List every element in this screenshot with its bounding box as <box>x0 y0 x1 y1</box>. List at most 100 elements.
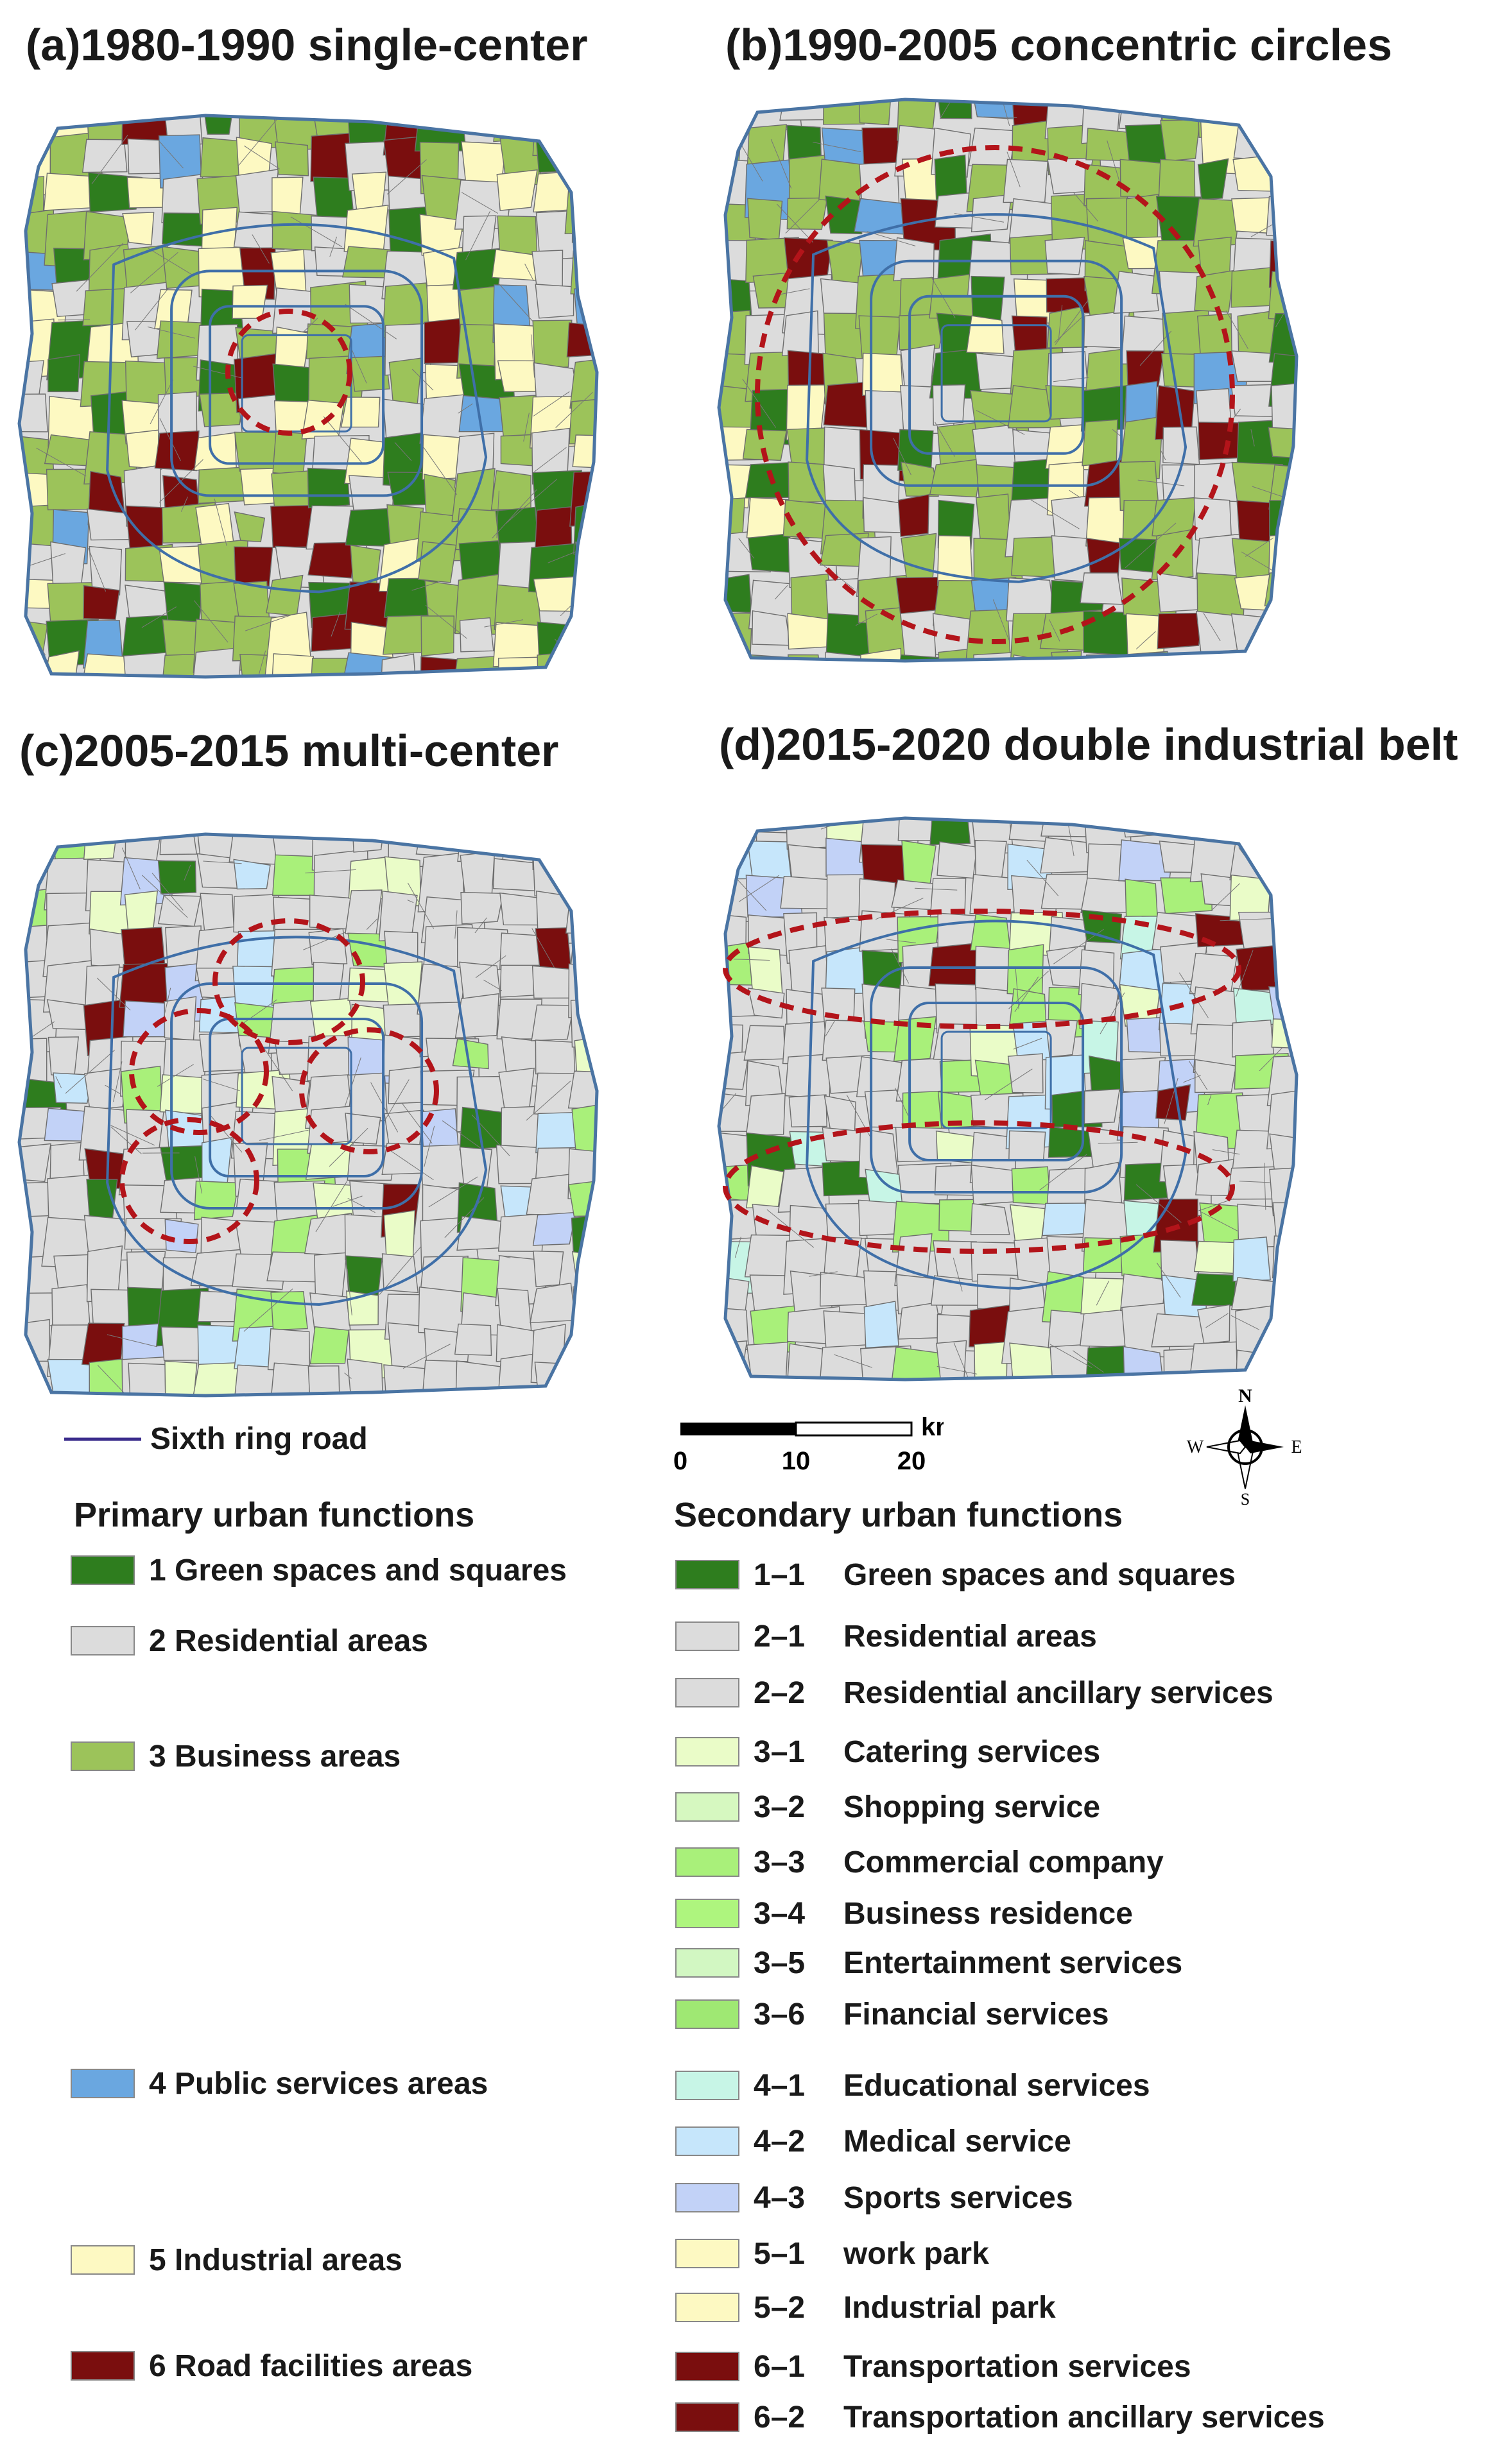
legend-code: 5–2 <box>754 2290 806 2325</box>
legend-label: Entertainment services <box>843 1946 1183 1980</box>
secondary-legend-item: 3–3 Commercial company <box>675 1842 1164 1883</box>
legend-label: Business residence <box>843 1896 1133 1931</box>
secondary-legend-item: 3–4 Business residence <box>675 1893 1133 1934</box>
legend-code: 3–6 <box>754 1997 806 2032</box>
secondary-legend-item: 6–2 Transportation ancillary services <box>675 2397 1325 2438</box>
legend-swatch <box>675 2352 739 2381</box>
secondary-legend-item: 3–2 Shopping service <box>675 1786 1100 1827</box>
legend-code: 6–1 <box>754 2349 806 2384</box>
secondary-legend-item: 4–1 Educational services <box>675 2065 1150 2106</box>
primary-legend-item: 6 Road facilities areas <box>71 2345 472 2386</box>
secondary-legend-item: 3–5 Entertainment services <box>675 1942 1182 1983</box>
legend-label: Industrial park <box>843 2290 1056 2325</box>
legend-code: 4–1 <box>754 2068 806 2103</box>
legend-code: 5–1 <box>754 2236 806 2271</box>
legend-code: 3–1 <box>754 1734 806 1769</box>
legend-code: 3–2 <box>754 1790 806 1824</box>
secondary-legend-item: 1–1 Green spaces and squares <box>675 1554 1236 1595</box>
secondary-legend-item: 6–1 Transportation services <box>675 2346 1191 2387</box>
legend-swatch <box>71 2069 135 2098</box>
legend-swatch <box>71 1741 135 1771</box>
legend-swatch <box>71 2245 135 2275</box>
panel-a-title: (a)1980-1990 single-center <box>26 20 588 70</box>
legend-swatch <box>675 1948 739 1978</box>
scale-bar: 0 10 20 km <box>673 1413 958 1489</box>
legend-code: 3–5 <box>754 1946 806 1980</box>
legend-swatch <box>71 1626 135 1656</box>
panel-d-title: (d)2015-2020 double industrial belt <box>719 719 1458 769</box>
legend-label: Catering services <box>843 1734 1101 1769</box>
legend-swatch <box>675 2126 739 2156</box>
panel-b-title: (b)1990-2005 concentric circles <box>725 20 1392 70</box>
scale-tick-10: 10 <box>782 1447 811 1475</box>
compass-n: N <box>1238 1386 1252 1407</box>
legend-swatch <box>675 1999 739 2029</box>
legend-swatch <box>675 2239 739 2268</box>
legend-label: Sports services <box>843 2180 1073 2215</box>
ring-road-line-icon <box>64 1437 141 1441</box>
legend-swatch <box>675 1792 739 1822</box>
legend-code: 2–1 <box>754 1619 806 1654</box>
ring-road-legend: Sixth ring road <box>64 1421 368 1457</box>
legend-code: 4–3 <box>754 2180 806 2215</box>
north-arrow-icon: N S W E <box>1181 1385 1309 1511</box>
legend-swatch <box>675 2071 739 2100</box>
legend-swatch <box>675 1621 739 1651</box>
legend-swatch <box>71 2351 135 2381</box>
secondary-legend-item: 3–1 Catering services <box>675 1731 1100 1772</box>
secondary-legend-item: 4–2 Medical service <box>675 2121 1071 2162</box>
scale-tick-0: 0 <box>674 1447 687 1475</box>
legend-label: Shopping service <box>843 1790 1101 1824</box>
secondary-legend-item: 2–1 Residential areas <box>675 1616 1097 1657</box>
legend-label: Financial services <box>843 1997 1109 2032</box>
legend-label: 2 Residential areas <box>149 1623 428 1658</box>
compass-e: E <box>1291 1437 1302 1457</box>
map-panel-c <box>13 821 610 1399</box>
map-panel-a <box>13 103 610 693</box>
legend-label: 4 Public services areas <box>149 2066 488 2101</box>
legend-swatch <box>675 2402 739 2432</box>
scale-unit: km <box>921 1415 944 1441</box>
legend-swatch <box>675 2183 739 2212</box>
legend-swatch <box>71 1555 135 1585</box>
legend-label: Green spaces and squares <box>843 1557 1236 1592</box>
primary-legend-item: 1 Green spaces and squares <box>71 1550 567 1591</box>
primary-legend-item: 5 Industrial areas <box>71 2239 402 2280</box>
map-panel-b <box>712 87 1309 690</box>
compass-w: W <box>1187 1437 1204 1457</box>
legend-label: 5 Industrial areas <box>149 2243 402 2277</box>
secondary-legend-item: 4–3 Sports services <box>675 2177 1073 2218</box>
legend-swatch <box>675 1737 739 1767</box>
legend-code: 2–2 <box>754 1675 806 1710</box>
legend-label: work park <box>843 2236 989 2271</box>
map-panel-d <box>712 805 1309 1383</box>
legend-label: Residential areas <box>843 1619 1097 1654</box>
secondary-legend-item: 5–2 Industrial park <box>675 2287 1056 2328</box>
legend-label: Transportation services <box>843 2349 1191 2384</box>
legend-swatch <box>675 1560 739 1589</box>
legend-code: 3–3 <box>754 1845 806 1879</box>
legend-label: Medical service <box>843 2124 1071 2159</box>
legend-label: 3 Business areas <box>149 1739 401 1774</box>
primary-legend-heading: Primary urban functions <box>74 1496 475 1534</box>
legend-code: 3–4 <box>754 1896 806 1931</box>
legend-label: 6 Road facilities areas <box>149 2348 473 2383</box>
secondary-legend-item: 3–6 Financial services <box>675 1994 1109 2035</box>
legend-swatch <box>675 2293 739 2322</box>
primary-legend-item: 3 Business areas <box>71 1736 401 1777</box>
legend-swatch <box>675 1847 739 1877</box>
legend-code: 6–2 <box>754 2400 806 2434</box>
legend-swatch <box>675 1678 739 1707</box>
secondary-legend-heading: Secondary urban functions <box>674 1496 1123 1534</box>
primary-legend-item: 2 Residential areas <box>71 1620 428 1661</box>
legend-label: Transportation ancillary services <box>843 2400 1325 2434</box>
ring-road-label: Sixth ring road <box>150 1422 368 1456</box>
primary-legend-item: 4 Public services areas <box>71 2063 488 2104</box>
legend-label: Educational services <box>843 2068 1150 2103</box>
legend-label: Commercial company <box>843 1845 1164 1879</box>
legend-code: 1–1 <box>754 1557 806 1592</box>
legend-swatch <box>675 1899 739 1928</box>
panel-c-title: (c)2005-2015 multi-center <box>19 726 559 776</box>
legend-code: 4–2 <box>754 2124 806 2159</box>
